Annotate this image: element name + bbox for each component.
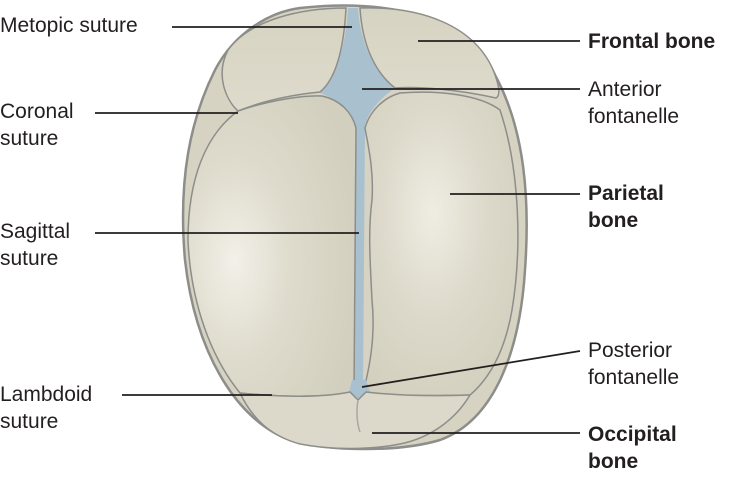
label-occipital-line2: bone — [588, 450, 639, 473]
right-parietal-bone-shape — [362, 91, 519, 397]
label-posterior-fontanelle: Posterior fontanelle — [588, 337, 679, 391]
label-sagittal-suture: Sagittal suture — [0, 218, 70, 272]
label-coronal-line2: suture — [0, 127, 59, 150]
label-coronal-line1: Coronal — [0, 100, 74, 123]
label-parietal-line1: Parietal — [588, 182, 664, 205]
label-lambdoid-line2: suture — [0, 410, 59, 433]
label-anterior-line1: Anterior — [588, 78, 662, 101]
label-anterior-fontanelle: Anterior fontanelle — [588, 76, 679, 130]
occipital-bone-shape — [238, 391, 472, 450]
leader-posterior-fontanelle — [361, 350, 581, 388]
label-lambdoid-suture: Lambdoid suture — [0, 381, 92, 435]
anterior-fontanelle-shape — [318, 8, 395, 128]
leader-lines — [95, 26, 581, 434]
right-frontal-bone-shape — [359, 7, 500, 99]
label-lambdoid-line1: Lambdoid — [0, 383, 93, 406]
label-occipital-bone: Occipital bone — [588, 421, 677, 475]
occipital-notch — [356, 399, 361, 433]
label-occipital-line1: Occipital — [588, 423, 677, 446]
label-anterior-line2: fontanelle — [588, 105, 680, 128]
label-sagittal-line2: suture — [0, 247, 59, 270]
label-metopic-suture: Metopic suture — [0, 14, 138, 37]
label-coronal-suture: Coronal suture — [0, 98, 74, 152]
label-posterior-line1: Posterior — [588, 339, 673, 362]
label-sagittal-line1: Sagittal — [0, 220, 71, 243]
label-posterior-line2: fontanelle — [588, 366, 680, 389]
label-parietal-bone: Parietal bone — [588, 180, 664, 234]
sagittal-gap-shape — [354, 126, 365, 392]
label-parietal-line2: bone — [588, 209, 639, 232]
label-frontal-bone: Frontal bone — [588, 30, 716, 53]
